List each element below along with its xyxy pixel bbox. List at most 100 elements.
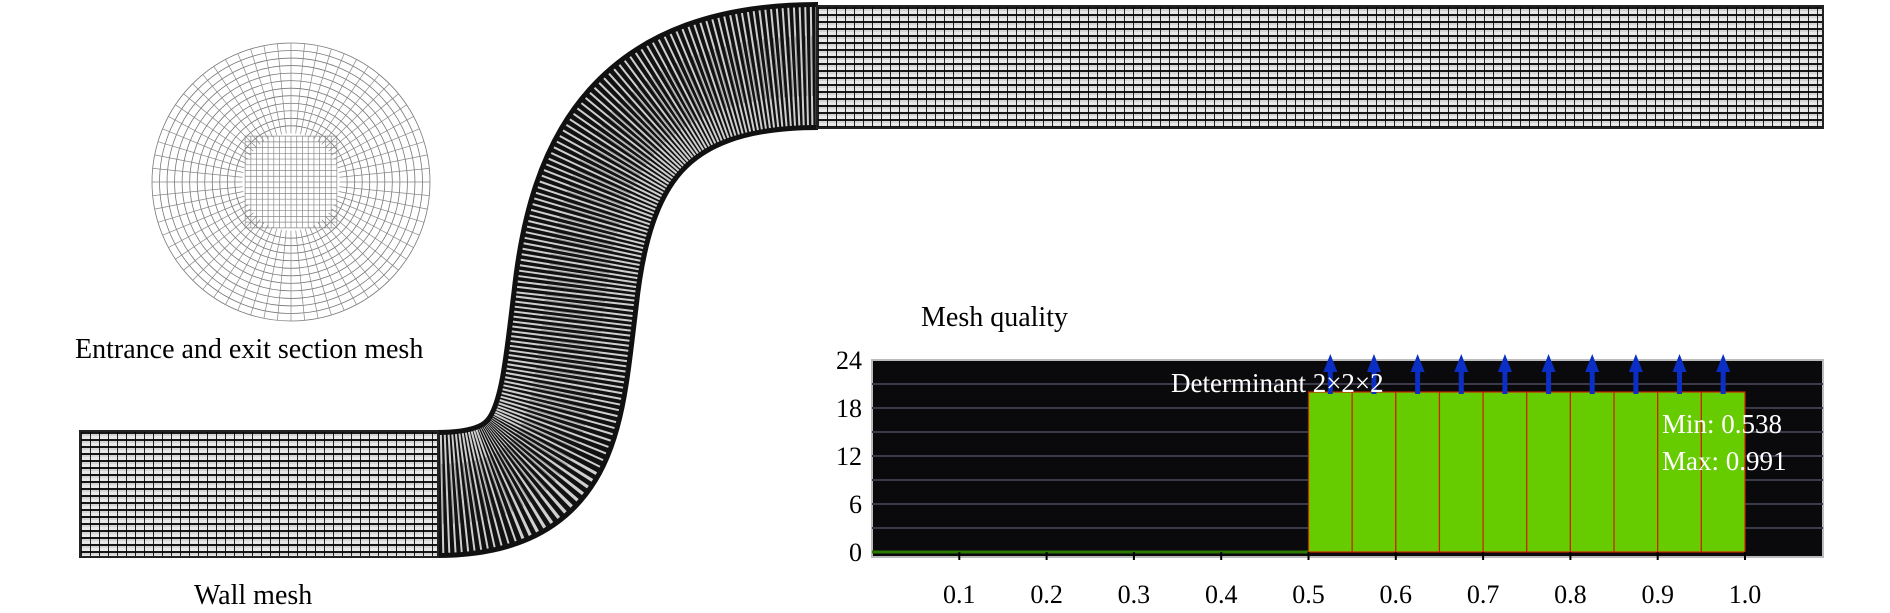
arrow-head-icon	[1541, 354, 1556, 372]
arrow-head-icon	[1497, 354, 1512, 372]
x-tick-label: 0.7	[1467, 580, 1500, 609]
mesh-spoke	[339, 186, 430, 196]
mesh-spoke	[337, 195, 425, 223]
mesh-spoke	[338, 191, 428, 210]
x-tick-label: 1.0	[1729, 580, 1762, 609]
mesh-spoke	[168, 204, 249, 248]
pipe-bend	[434, 2, 820, 558]
mesh-spoke	[309, 226, 345, 311]
mesh-spoke	[339, 168, 430, 178]
mesh-spoke	[263, 45, 282, 135]
mesh-spoke	[152, 168, 243, 178]
mesh-spoke	[202, 219, 261, 290]
mesh-spoke	[162, 200, 247, 236]
y-tick-label: 24	[836, 346, 862, 375]
mesh-spoke	[277, 43, 287, 134]
mesh-spoke	[317, 222, 369, 298]
mesh-spoke	[225, 59, 269, 140]
mesh-spoke	[154, 191, 244, 210]
histogram-bar	[1569, 391, 1615, 553]
histogram-bar	[1351, 391, 1397, 553]
mesh-spoke	[313, 59, 357, 140]
wall-mesh-label: Wall mesh	[194, 580, 313, 611]
mesh-spoke	[225, 224, 269, 305]
mesh-spoke	[333, 204, 414, 248]
mesh-spoke	[237, 53, 273, 138]
histogram-bar	[1482, 391, 1528, 553]
arrow-head-icon	[1628, 354, 1643, 372]
mesh-spoke	[213, 222, 265, 298]
histogram-bar	[1613, 391, 1659, 553]
mesh-spoke	[325, 216, 390, 281]
y-tick-label: 18	[836, 394, 862, 423]
y-tick-label: 0	[849, 538, 862, 567]
pipe-inlet-straight	[79, 430, 439, 558]
mesh-spoke	[157, 195, 245, 223]
mesh-spoke	[321, 74, 380, 145]
mesh-spoke	[192, 216, 257, 281]
pipe-outlet-straight	[816, 5, 1824, 129]
mesh-spoke	[263, 229, 282, 319]
mesh-spoke	[304, 228, 332, 316]
arrow-head-icon	[1585, 354, 1600, 372]
x-tick-label: 0.1	[943, 580, 976, 609]
mesh-spoke	[168, 116, 249, 160]
mesh-spoke	[183, 93, 254, 152]
section-mesh-circle	[151, 42, 431, 322]
y-tick-label: 6	[849, 490, 862, 519]
mesh-spoke	[338, 154, 428, 173]
max-label: Max: 0.991	[1662, 446, 1787, 476]
chart-title: Mesh quality	[921, 302, 1068, 333]
section-mesh-label: Entrance and exit section mesh	[75, 334, 424, 365]
mesh-spoke	[331, 104, 407, 156]
mesh-spoke	[154, 154, 244, 173]
mesh-spoke	[157, 141, 245, 169]
mesh-spoke	[213, 66, 265, 142]
x-tick-label: 0.4	[1205, 580, 1238, 609]
mesh-spoke	[313, 224, 357, 305]
mesh-spoke	[162, 128, 247, 164]
mesh-spoke	[328, 212, 399, 271]
mesh-spoke	[183, 212, 254, 271]
mesh-spoke	[202, 74, 261, 145]
arrow-head-icon	[1366, 354, 1381, 372]
mesh-spoke	[175, 104, 251, 156]
arrow-head-icon	[1454, 354, 1469, 372]
x-tick-label: 0.8	[1554, 580, 1587, 609]
x-tick-label: 0.2	[1030, 580, 1063, 609]
histogram-bar	[1307, 391, 1353, 553]
arrow-head-icon	[1410, 354, 1425, 372]
mesh-spoke	[250, 48, 278, 136]
mesh-spoke	[295, 230, 305, 321]
mesh-spoke	[335, 128, 420, 164]
x-tick-label: 0.6	[1380, 580, 1413, 609]
mesh-spoke	[328, 93, 399, 152]
mesh-spoke	[300, 45, 319, 135]
mesh-spoke	[309, 53, 345, 138]
arrow-head-icon	[1716, 354, 1731, 372]
mesh-spoke	[317, 66, 369, 142]
mesh-spoke	[250, 228, 278, 316]
histogram-bar	[1700, 391, 1746, 553]
x-tick-label: 0.3	[1118, 580, 1151, 609]
mesh-spoke	[325, 83, 390, 148]
histogram-bar	[1526, 391, 1572, 553]
mesh-spoke	[152, 186, 243, 196]
mesh-spoke	[300, 229, 319, 319]
arrow-head-icon	[1323, 354, 1338, 372]
mesh-spoke	[304, 48, 332, 136]
y-tick-label: 12	[836, 442, 862, 471]
mesh-spoke	[237, 226, 273, 311]
x-tick-label: 0.5	[1292, 580, 1325, 609]
mesh-spoke	[192, 83, 257, 148]
arrow-head-icon	[1672, 354, 1687, 372]
min-label: Min: 0.538	[1662, 409, 1782, 439]
mesh-spoke	[277, 230, 287, 321]
mesh-spoke	[337, 141, 425, 169]
histogram-bar	[1438, 391, 1484, 553]
mesh-spoke	[333, 116, 414, 160]
mesh-spoke	[295, 43, 305, 134]
mesh-spoke	[335, 200, 420, 236]
